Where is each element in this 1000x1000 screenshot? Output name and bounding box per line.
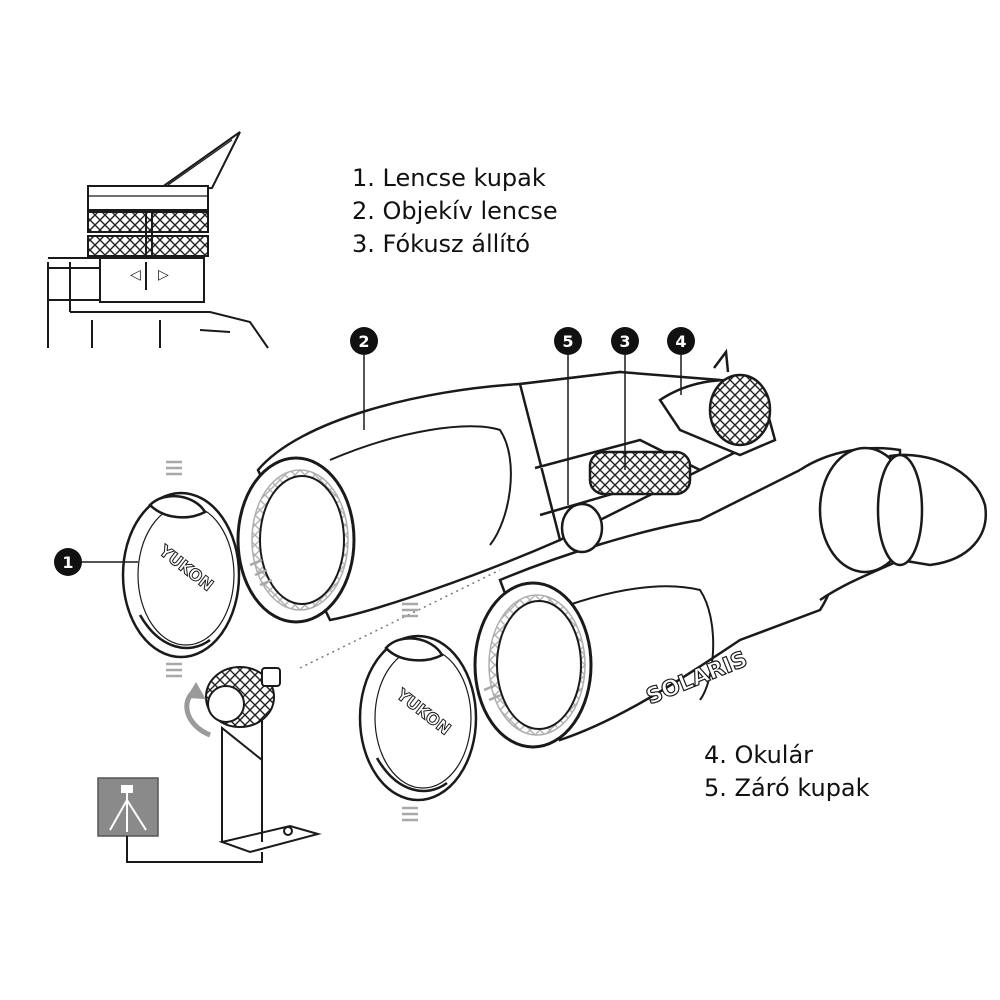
lens-cap-front: YUKON bbox=[358, 634, 478, 802]
legend-item-end-cap: 5. Záró kupak bbox=[704, 774, 870, 802]
motion-stripes bbox=[166, 460, 502, 822]
callout-badge-5: 5 bbox=[554, 327, 582, 355]
svg-text:▷: ▷ bbox=[158, 267, 169, 283]
adapter-knob bbox=[205, 666, 281, 728]
callout-badge-3: 3 bbox=[611, 327, 639, 355]
legend-top: 1. Lencse kupak 2. Objekív lencse 3. Fók… bbox=[352, 162, 558, 261]
tripod-icon bbox=[97, 777, 159, 837]
objective-lens-rear bbox=[236, 456, 356, 624]
svg-text:3: 3 bbox=[619, 332, 630, 351]
legend-item-lens-cap: 1. Lencse kupak bbox=[352, 164, 546, 192]
alignment-dotted-line bbox=[299, 569, 501, 669]
svg-text:5: 5 bbox=[562, 332, 573, 351]
legend-item-objective-lens: 2. Objekív lencse bbox=[352, 197, 558, 225]
legend-item-focus-adjuster: 3. Fókusz állító bbox=[352, 230, 531, 258]
tripod-adapter bbox=[184, 666, 322, 854]
callout-badge-2: 2 bbox=[350, 327, 378, 355]
tripod-connector-line bbox=[126, 836, 263, 863]
svg-text:2: 2 bbox=[358, 332, 369, 351]
legend-item-eyepiece: 4. Okulár bbox=[704, 741, 814, 769]
svg-text:1: 1 bbox=[62, 553, 73, 572]
svg-text:4: 4 bbox=[675, 332, 686, 351]
svg-text:◁: ◁ bbox=[130, 267, 141, 283]
callout-badge-1: 1 bbox=[54, 548, 82, 576]
lens-cap-rear: YUKON bbox=[121, 491, 241, 659]
objective-lens-front bbox=[473, 581, 593, 749]
callout-badge-4: 4 bbox=[667, 327, 695, 355]
leader-lines bbox=[82, 355, 682, 563]
legend-bottom: 4. Okulár 5. Záró kupak bbox=[704, 739, 870, 805]
eyepiece-inset: ◁ ▷ bbox=[47, 131, 269, 349]
